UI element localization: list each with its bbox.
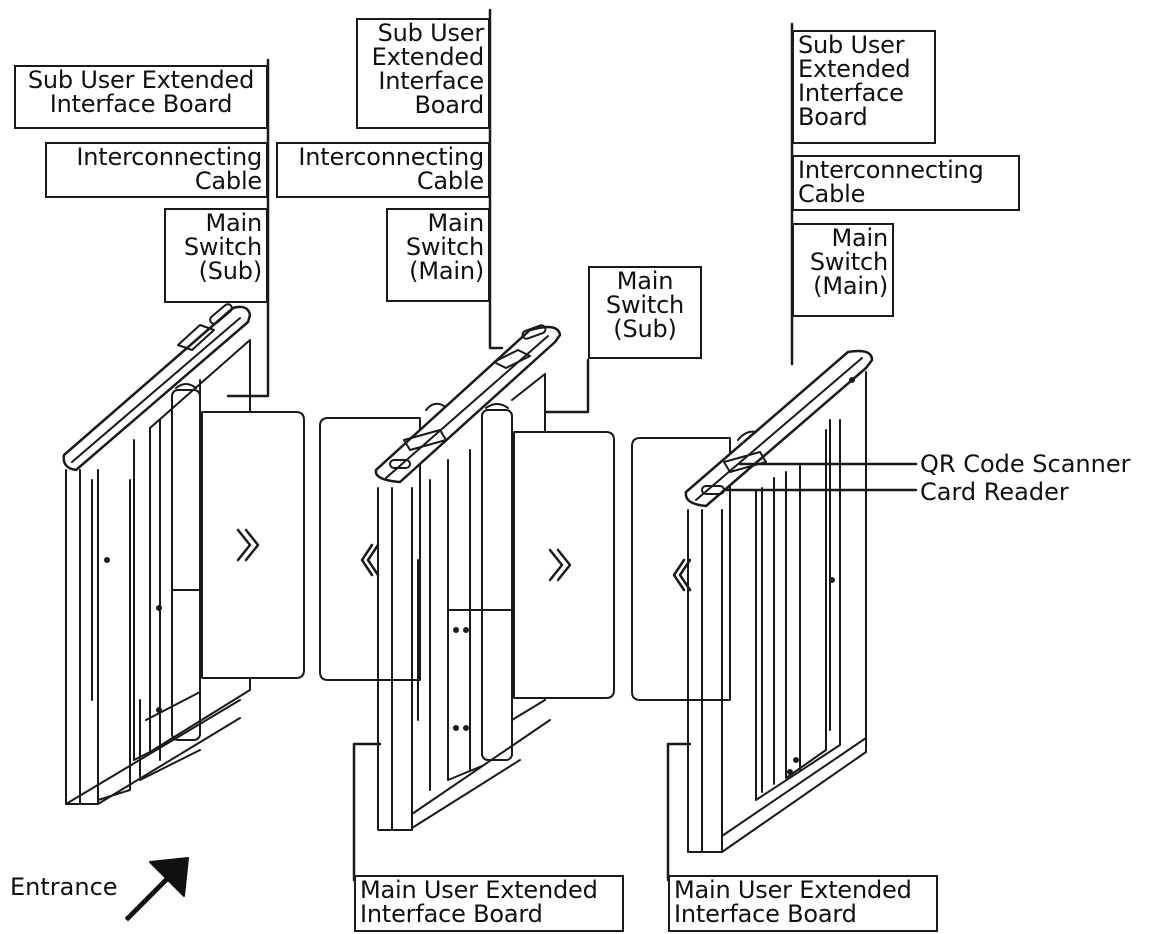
entrance-label: Entrance: [10, 873, 118, 901]
middle-main-board-label: Main User Extended Interface Board: [354, 875, 624, 932]
left-gate-panel: [201, 411, 305, 679]
right-main-switch-main-label: Main Switch (Main): [792, 223, 894, 317]
left-pedestal: [62, 303, 252, 805]
right-sub-board-label: Sub User Extended Interface Board: [792, 30, 936, 144]
left-main-switch-sub-label: Main Switch (Sub): [164, 208, 268, 303]
middle-main-switch-sub-label: Main Switch (Sub): [588, 266, 702, 359]
right-main-board-label: Main User Extended Interface Board: [668, 875, 938, 932]
middle-pedestal: [374, 324, 562, 831]
left-sub-board-label: Sub User Extended Interface Board: [14, 65, 268, 129]
qr-scanner-label: QR Code Scanner: [920, 450, 1131, 478]
middle-main-switch-main-label: Main Switch (Main): [386, 208, 490, 302]
entrance-arrow: [125, 857, 189, 921]
middle-sub-board-label: Sub User Extended Interface Board: [356, 18, 490, 129]
middle-cable-label: Interconnecting Cable: [276, 142, 490, 198]
left-cable-label: Interconnecting Cable: [45, 142, 268, 198]
right-pedestal: [684, 349, 874, 853]
card-reader-label: Card Reader: [920, 478, 1069, 506]
center-right-gate-panel: [513, 431, 615, 699]
right-cable-label: Interconnecting Cable: [792, 155, 1020, 211]
